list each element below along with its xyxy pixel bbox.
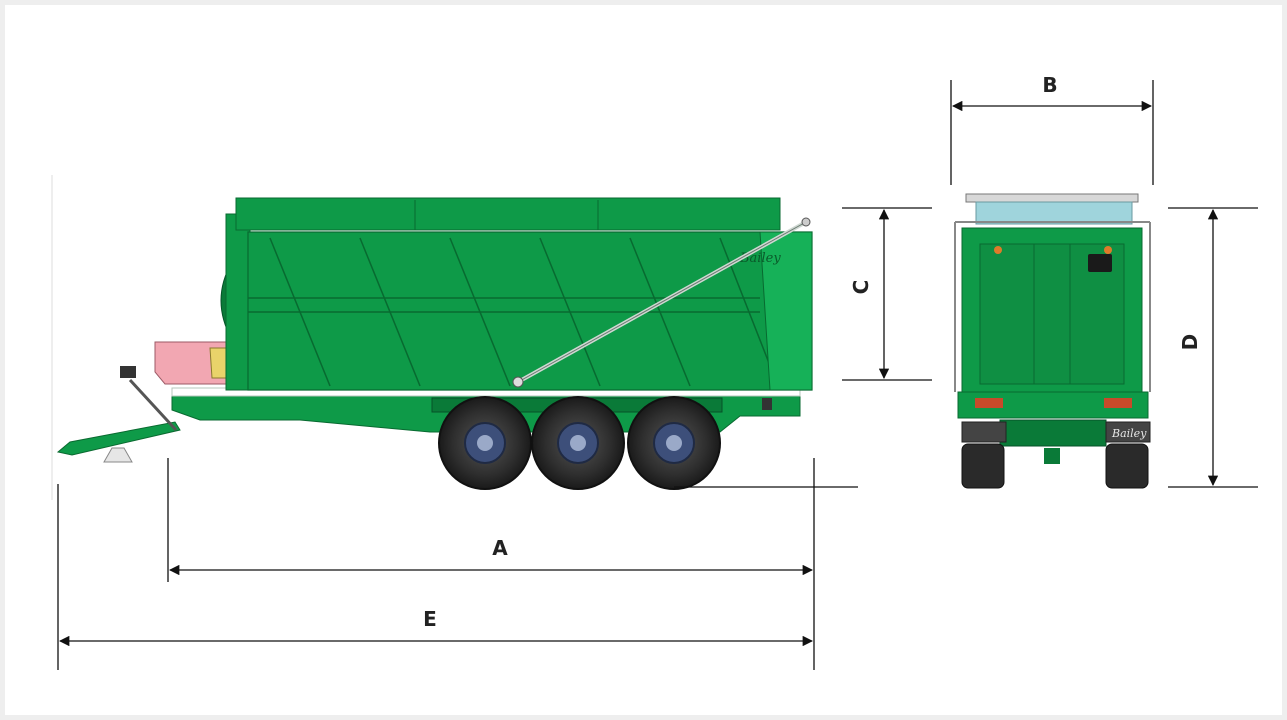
- dimension-d-label: D: [1178, 334, 1202, 351]
- rear-right-tire: [1105, 443, 1149, 489]
- upper-rim: [235, 197, 781, 231]
- right-mudflap: [1105, 421, 1151, 443]
- side-view-trailer: Bailey: [51, 175, 813, 500]
- jack-arm: [128, 378, 178, 432]
- drawbar-stand: [103, 447, 133, 463]
- rear-door: [759, 231, 813, 391]
- left-mudflap: [961, 421, 1007, 443]
- rear-view-logo: Bailey: [1111, 427, 1147, 440]
- dimension-c-label: C: [849, 280, 873, 295]
- rear-view-trailer: Bailey: [954, 193, 1151, 489]
- side-wheel-2: [531, 396, 625, 490]
- side-wheel-3: [627, 396, 721, 490]
- side-view-logo: Bailey: [739, 251, 781, 266]
- dimension-b-label: B: [1042, 73, 1057, 97]
- dimension-lines: [57, 80, 1258, 670]
- dimension-a-label: A: [492, 536, 508, 560]
- jack-handle: [120, 366, 136, 378]
- rear-panel-box: [1088, 254, 1112, 272]
- sheet-rail: [965, 193, 1139, 203]
- body-ribs: [248, 237, 779, 387]
- rear-left-tire: [961, 443, 1005, 489]
- roll-sheet: [975, 201, 1133, 225]
- front-frame: [225, 213, 251, 391]
- side-wheel-1: [438, 396, 532, 490]
- drawbar: [56, 421, 181, 456]
- dimension-e-label: E: [423, 607, 437, 631]
